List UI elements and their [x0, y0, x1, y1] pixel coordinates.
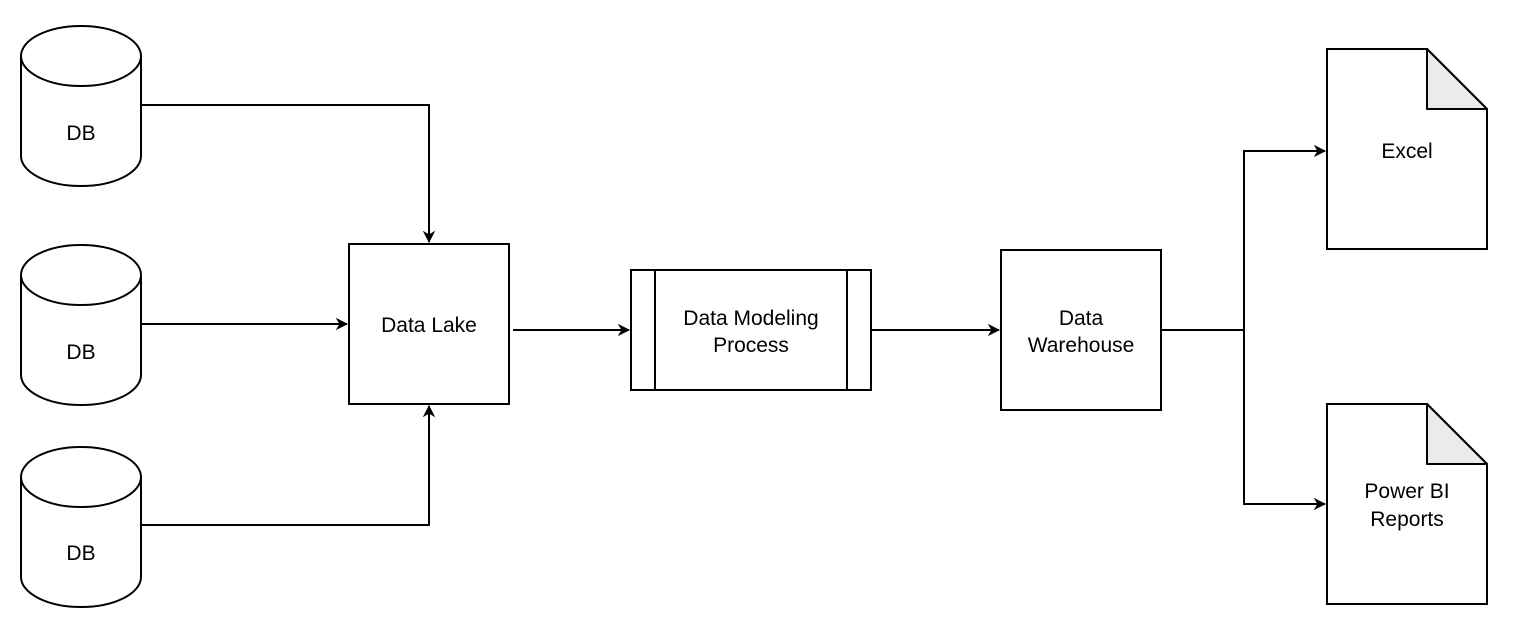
db-label-3: DB — [66, 542, 95, 565]
connectors — [141, 104, 1325, 526]
database-icon — [20, 446, 142, 608]
data-modeling-process-node: Data Modeling Process — [630, 269, 872, 391]
data-warehouse-label-line-1: Data — [1059, 307, 1104, 330]
database-cylinder-1: DB — [20, 25, 142, 187]
power-bi-reports-document-node: Power BI Reports — [1326, 403, 1488, 605]
database-cylinder-2: DB — [20, 244, 142, 406]
data-modeling-label-line-2: Process — [713, 334, 789, 357]
document-icon — [1326, 403, 1488, 605]
excel-label: Excel — [1381, 140, 1432, 163]
edge-warehouse-to-excel — [1161, 151, 1325, 331]
database-cylinder-3: DB — [20, 446, 142, 608]
database-icon — [20, 25, 142, 187]
db-label-2: DB — [66, 341, 95, 364]
power-bi-label-line-1: Power BI — [1364, 480, 1449, 503]
database-icon — [20, 244, 142, 406]
data-modeling-label-line-1: Data Modeling — [683, 307, 818, 330]
data-warehouse-node: Data Warehouse — [1000, 249, 1162, 411]
data-lake-label: Data Lake — [381, 314, 477, 337]
edge-db1-to-data-lake — [141, 104, 429, 242]
data-lake-node: Data Lake — [348, 243, 510, 405]
excel-document-node: Excel — [1326, 48, 1488, 250]
data-warehouse-label-line-2: Warehouse — [1028, 334, 1135, 357]
edge-db3-to-data-lake — [141, 406, 429, 526]
power-bi-label-line-2: Reports — [1370, 508, 1444, 531]
db-label-1: DB — [66, 122, 95, 145]
edge-warehouse-to-power-bi — [1243, 330, 1325, 504]
